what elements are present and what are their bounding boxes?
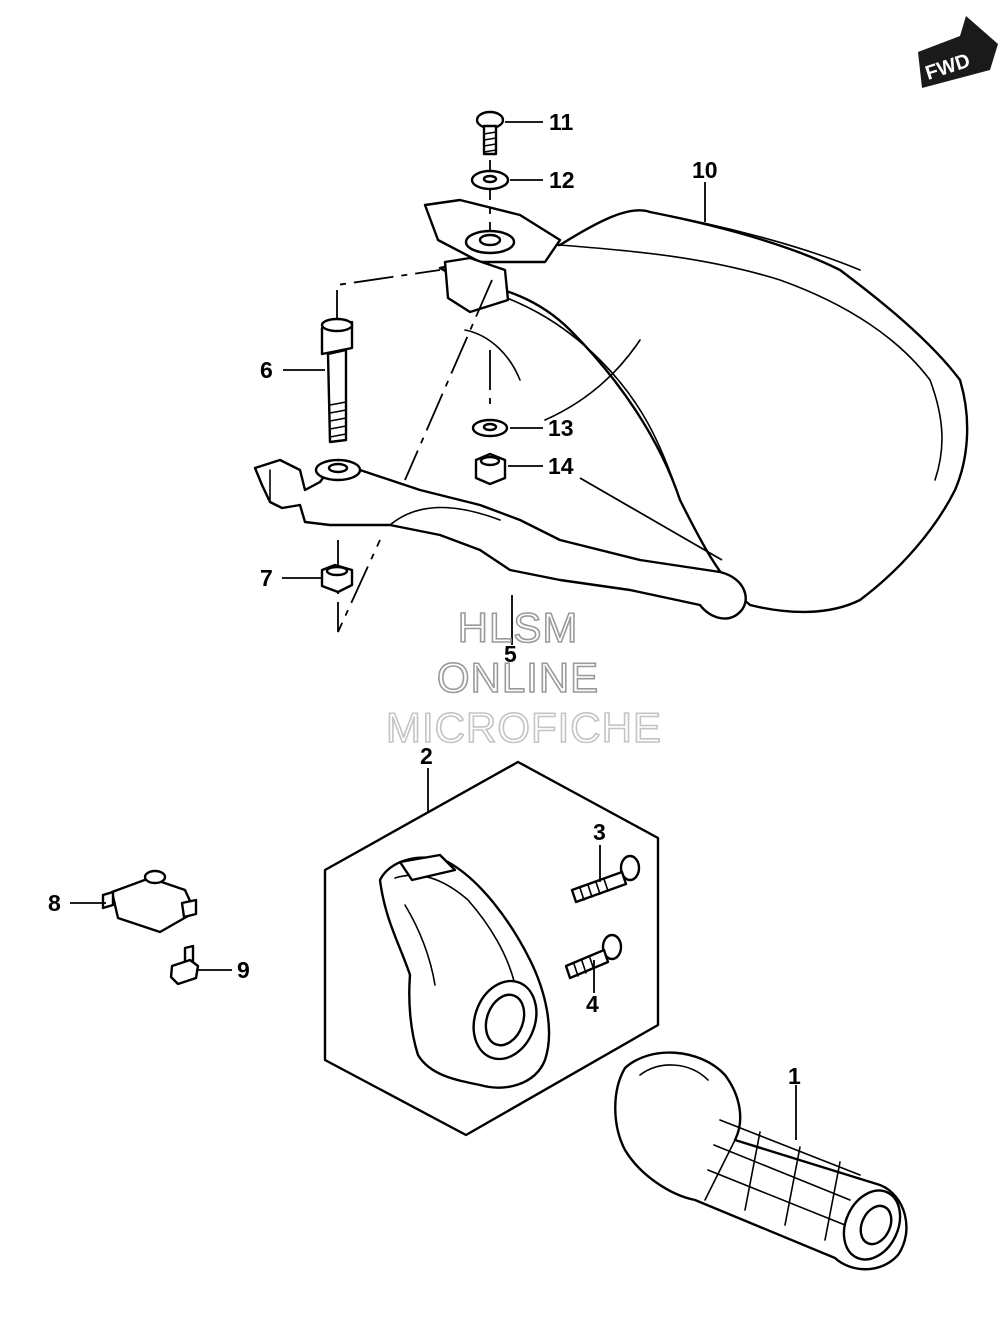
washer-12 (470, 169, 510, 191)
nut-7 (320, 563, 354, 594)
watermark: HLSM ONLINE MICROFICHE (385, 603, 662, 752)
callout-4: 4 (586, 991, 599, 1017)
switch-8 (101, 869, 198, 934)
leader-lines (70, 121, 797, 1140)
callout-9: 9 (237, 957, 250, 983)
callout-13: 13 (548, 415, 574, 441)
brake-lever (253, 458, 747, 620)
watermark-line-2: ONLINE (437, 654, 599, 701)
callout-1: 1 (788, 1063, 801, 1089)
screw-11 (475, 110, 505, 156)
screw-9 (169, 944, 200, 986)
callout-3: 3 (593, 819, 606, 845)
watermark-line-1: HLSM (458, 604, 579, 651)
callout-14: 14 (548, 453, 574, 479)
nut-14 (474, 452, 507, 486)
throttle-housing (378, 853, 551, 1089)
bolt-6 (320, 317, 354, 444)
callout-10: 10 (692, 157, 718, 183)
callout-2: 2 (420, 743, 433, 769)
callout-11: 11 (549, 109, 574, 135)
grip (614, 1051, 908, 1271)
callout-5: 5 (504, 641, 517, 667)
callout-6: 6 (260, 357, 273, 383)
screw-4 (564, 933, 623, 980)
callout-12: 12 (549, 167, 575, 193)
callout-7: 7 (260, 565, 273, 591)
hand-guard (423, 198, 969, 614)
watermark-line-3: MICROFICHE (386, 704, 662, 751)
callouts: 1 2 3 4 5 6 7 8 9 10 11 12 13 14 (48, 109, 801, 1089)
screw-3 (570, 854, 641, 904)
fwd-badge: FWD (918, 16, 998, 88)
washer-13 (471, 418, 509, 438)
callout-8: 8 (48, 890, 61, 916)
housing-kit-frame (323, 760, 660, 1137)
